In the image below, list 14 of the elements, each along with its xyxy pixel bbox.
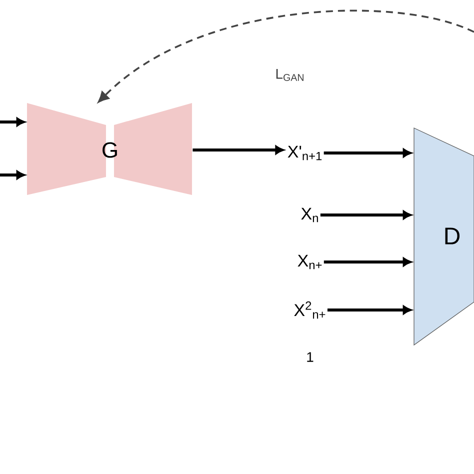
arrow <box>98 10 474 103</box>
arrow <box>320 210 412 220</box>
text-label: 1 <box>307 352 314 362</box>
arrow <box>324 148 412 158</box>
arrow <box>192 146 284 154</box>
arrow <box>0 118 25 126</box>
arrow <box>327 306 412 314</box>
input-label: X$^{2}$n+ <box>294 301 326 319</box>
arrow <box>0 170 25 180</box>
input-label: X'$_{n+1}$ <box>288 146 322 160</box>
input-label: X$_{n+}$ <box>298 254 322 270</box>
arrow <box>324 258 412 266</box>
input-label: X$_{n}$ <box>301 208 318 222</box>
edge-label: L$_{GAN}$ <box>276 69 304 81</box>
